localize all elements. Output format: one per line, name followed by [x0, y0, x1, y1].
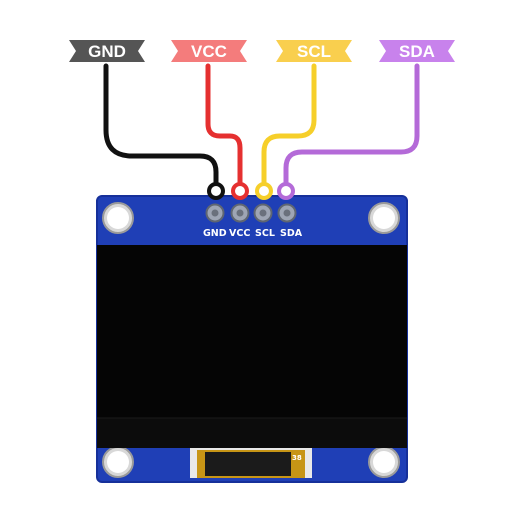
- label-gnd-tag: [69, 40, 145, 62]
- silk-label-sda: SDA: [280, 228, 303, 239]
- mounting-hole-bottom-right: [368, 446, 400, 478]
- wires: [103, 63, 420, 188]
- label-scl: SCL: [276, 40, 352, 62]
- wire-sda: [283, 63, 420, 188]
- silk-label-vcc: VCC: [229, 228, 250, 239]
- mounting-hole-top-right: [368, 202, 400, 234]
- label-sda: SDA: [379, 40, 455, 62]
- connector-ring-scl: [255, 182, 273, 200]
- signal-labels: GND VCC SCL SDA: [69, 40, 455, 62]
- wire-connectors: [207, 182, 295, 200]
- oled-screen: [97, 245, 407, 448]
- silkscreen-labels: GND VCC SCL SDA: [203, 228, 303, 239]
- wire-scl: [261, 63, 317, 188]
- label-vcc-text: VCC: [191, 42, 227, 61]
- silk-label-scl: SCL: [255, 228, 275, 239]
- mounting-hole-top-left: [102, 202, 134, 234]
- label-vcc: VCC: [171, 40, 247, 62]
- header-pins: [205, 203, 297, 223]
- label-gnd: GND: [69, 40, 145, 62]
- connector-ring-sda: [277, 182, 295, 200]
- connector-ring-gnd: [207, 182, 225, 200]
- label-sda-tag: [379, 40, 455, 62]
- connector-ring-vcc: [231, 182, 249, 200]
- wire-vcc: [205, 63, 243, 188]
- mounting-hole-bottom-left: [102, 446, 134, 478]
- label-scl-text: SCL: [297, 42, 331, 61]
- label-gnd-text: GND: [88, 42, 126, 61]
- wire-gnd: [103, 63, 219, 188]
- ribbon-number: 38: [292, 454, 302, 462]
- label-scl-tag: [276, 40, 352, 62]
- label-sda-text: SDA: [399, 42, 435, 61]
- label-vcc-tag: [171, 40, 247, 62]
- ribbon-cable: 38: [190, 448, 312, 478]
- silk-label-gnd: GND: [203, 228, 227, 239]
- oled-module: 38 GND VCC SCL SDA: [96, 195, 408, 483]
